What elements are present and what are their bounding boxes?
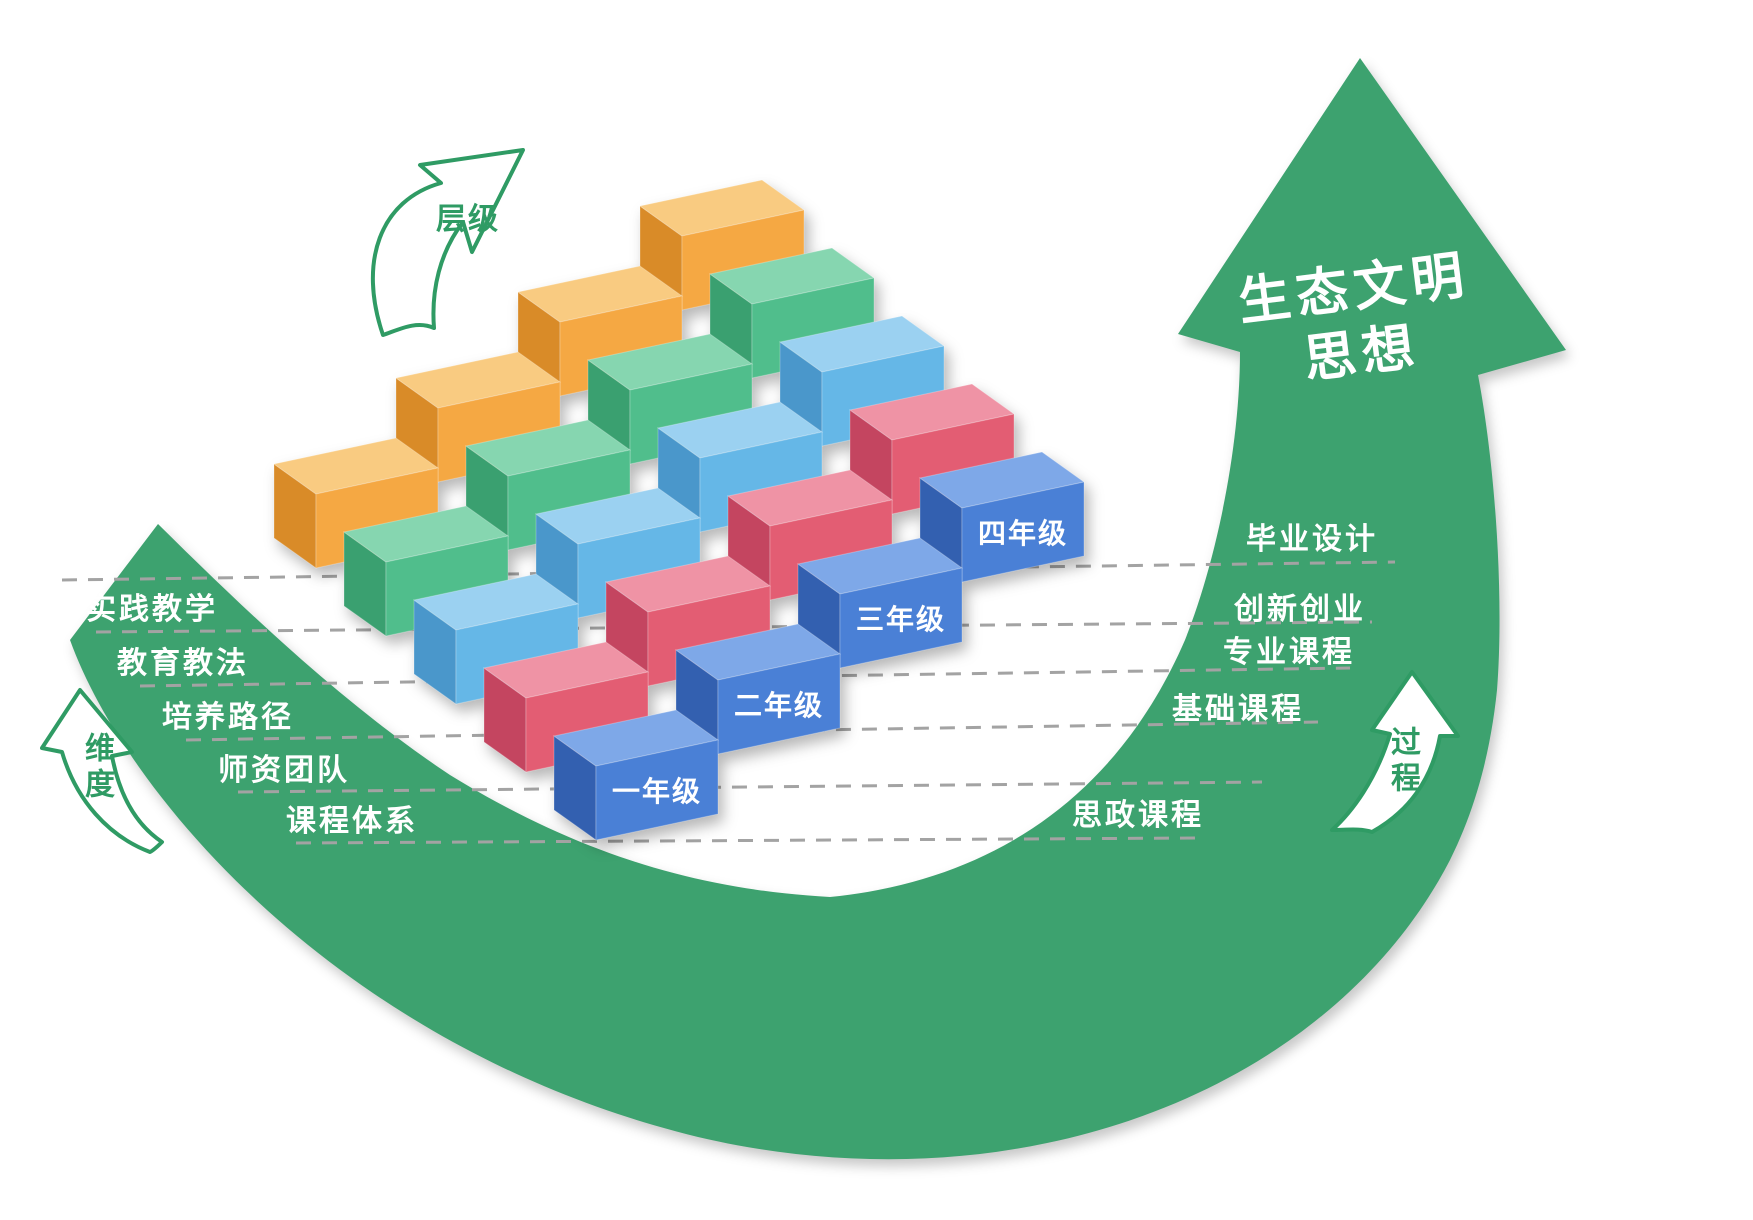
- green-swoosh-arrow: [70, 58, 1566, 1160]
- label-professional-courses: 专业课程: [1223, 635, 1355, 670]
- staircase-grade-2: [394, 351, 842, 755]
- label-grade-2: 二年级: [733, 689, 825, 722]
- cube-green-top-face: [464, 419, 632, 477]
- cube-orange-top-face: [516, 265, 684, 323]
- cube-green-top-face: [586, 333, 754, 391]
- label-grade-4: 四年级: [977, 517, 1069, 550]
- cube-light-blue-top-face: [656, 401, 824, 459]
- level-arrow-label: 层级: [436, 202, 500, 237]
- cube-blue-front-face: [595, 739, 719, 841]
- label-innovation-entrepreneurship: 创新创业: [1234, 592, 1366, 627]
- label-graduation-design: 毕业设计: [1246, 522, 1378, 557]
- staircase-grade-1: [272, 437, 720, 841]
- label-grade-3: 三年级: [855, 603, 947, 636]
- cube-orange-top-face: [272, 437, 440, 495]
- label-faculty-team: 师资团队: [218, 753, 350, 788]
- grade-staircases: [272, 179, 1086, 841]
- cube-red-top-face: [848, 383, 1016, 441]
- cube-red-top-face: [726, 469, 894, 527]
- label-grade-1: 一年级: [611, 775, 703, 808]
- cube-blue-front-face: [839, 567, 963, 669]
- cube-orange-top-face: [394, 351, 562, 409]
- dimension-arrow: [40, 688, 164, 854]
- label-curriculum-system: 课程体系: [286, 804, 418, 839]
- cube-blue-front-face: [961, 481, 1085, 583]
- label-basic-courses: 基础课程: [1172, 692, 1304, 727]
- dimension-arrow-label: 维度: [79, 732, 114, 804]
- dashed-line: [61, 560, 1396, 582]
- cube-blue-top-face: [918, 451, 1086, 509]
- label-training-path: 培养路径: [162, 700, 294, 735]
- dashed-line: [295, 836, 1199, 845]
- process-arrow-label: 过程: [1385, 726, 1420, 798]
- cube-green-top-face: [708, 247, 876, 305]
- staircase-grade-3: [516, 265, 964, 669]
- process-arrow: [1330, 670, 1460, 834]
- staircase-grade-4: [638, 179, 1086, 583]
- label-practical-teaching: 实践教学: [86, 592, 218, 627]
- level-arrow: [370, 148, 525, 337]
- label-ideological-courses: 思政课程: [1072, 798, 1204, 833]
- cube-blue-front-face: [717, 653, 841, 755]
- dashed-line: [185, 720, 1319, 742]
- cube-light-blue-top-face: [778, 315, 946, 373]
- dashed-line: [237, 780, 1263, 794]
- label-teaching-methods: 教育教法: [117, 646, 249, 681]
